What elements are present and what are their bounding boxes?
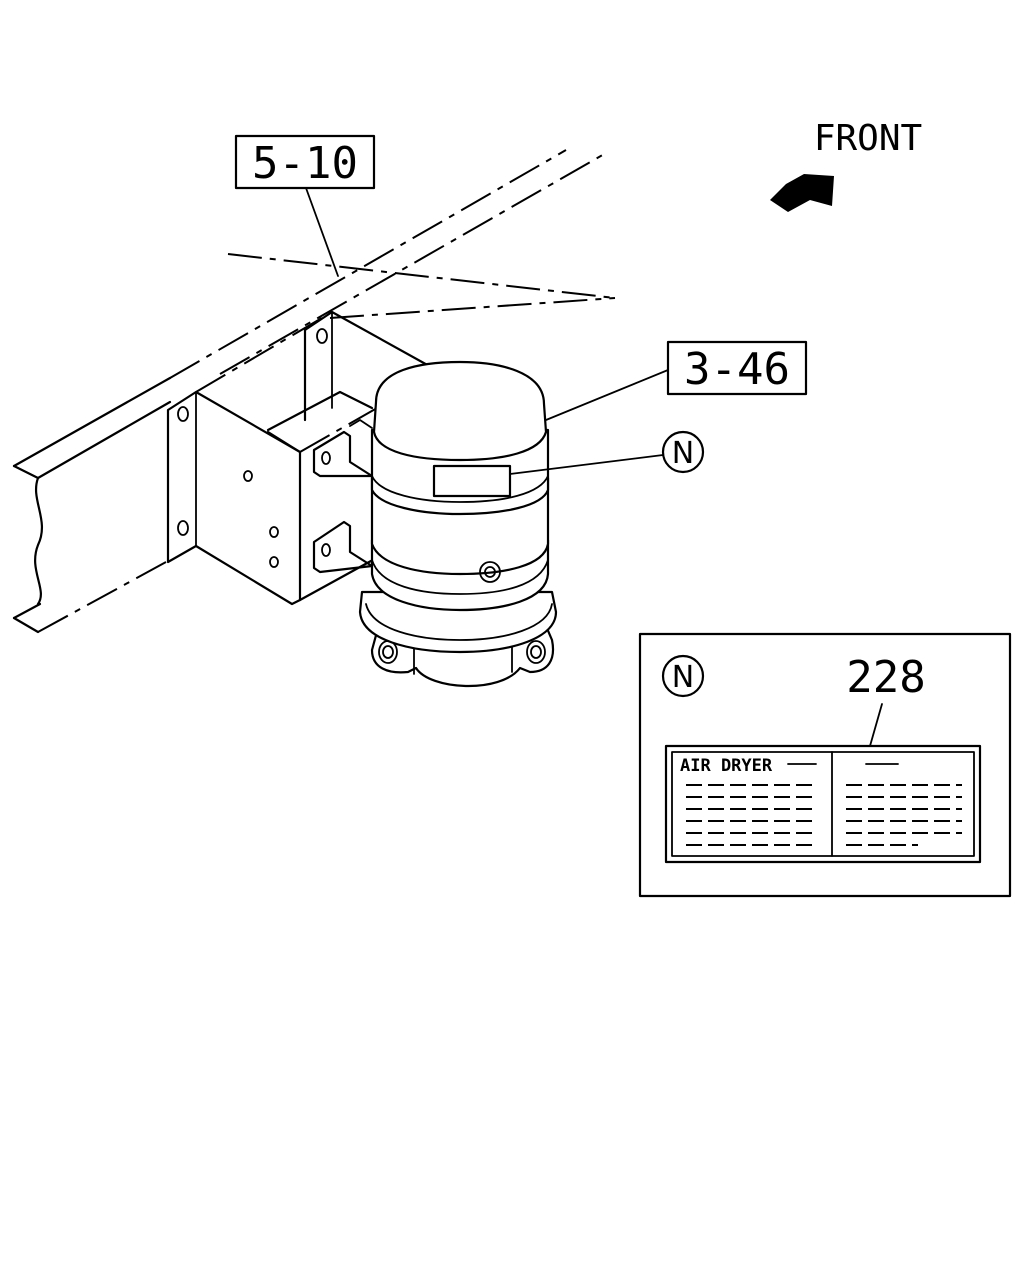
air-dryer-canister bbox=[358, 360, 558, 688]
mounting-bracket bbox=[166, 310, 442, 606]
detail-inset: N 228 AIR DRYER bbox=[638, 632, 1012, 898]
front-label: FRONT bbox=[814, 118, 922, 159]
callout-frame-ref: 5-10 bbox=[252, 138, 358, 189]
frame-rail bbox=[12, 149, 616, 634]
label-plate-title: AIR DRYER bbox=[680, 756, 773, 776]
note-marker-label: N bbox=[672, 436, 694, 471]
inset-note-marker-label: N bbox=[672, 660, 694, 695]
callout-frame: 5-10 bbox=[234, 134, 376, 277]
callout-dryer-ref: 3-46 bbox=[684, 344, 790, 395]
front-indicator: FRONT bbox=[770, 118, 922, 212]
note-marker-callout: N bbox=[509, 430, 705, 475]
air-dryer-label-plate: AIR DRYER bbox=[664, 744, 982, 864]
label-right-column-lines bbox=[846, 784, 962, 846]
inset-circled-letter-icon bbox=[661, 654, 705, 698]
circled-letter-icon bbox=[661, 430, 705, 474]
front-arrow-icon bbox=[770, 174, 834, 212]
label-left-column-lines bbox=[686, 784, 814, 846]
label-part-number: 228 bbox=[846, 652, 925, 703]
callout-dryer: 3-46 bbox=[545, 340, 808, 421]
